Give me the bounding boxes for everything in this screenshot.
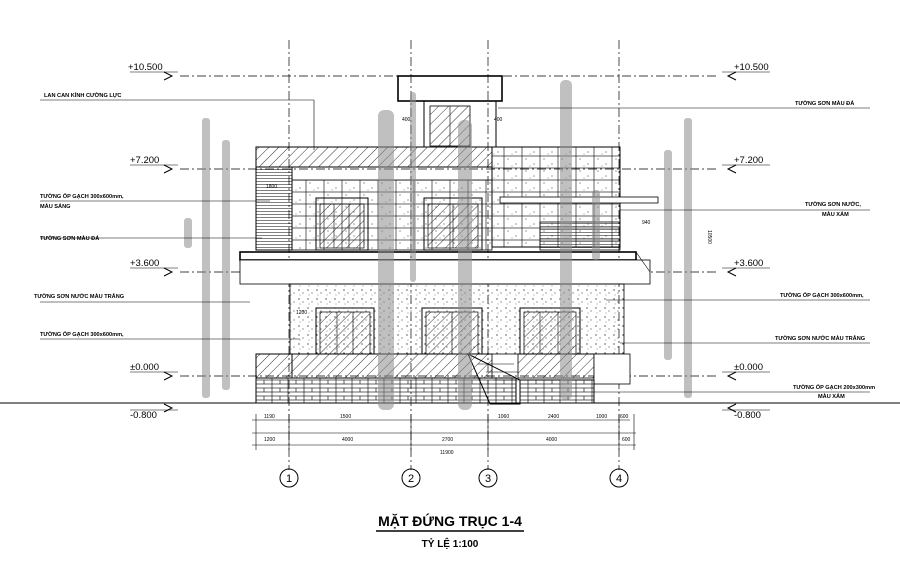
- level-left-3600: +3.600: [130, 258, 159, 269]
- note-right-3: TƯỜNG ỐP GẠCH 300x600mm,: [780, 291, 864, 299]
- axis-label-2: 2: [408, 473, 414, 485]
- axis-bubbles: [279, 468, 629, 488]
- axis-bubble-2: [401, 468, 421, 488]
- dim-small-1: 400: [402, 117, 411, 123]
- dim-small-2: 400: [494, 117, 503, 123]
- left-leaders: [40, 99, 315, 340]
- dim-small-6: 10500: [706, 230, 712, 244]
- note-left-2b: MÀU SÁNG: [40, 203, 70, 210]
- note-left-3: TƯỜNG SƠN MÀU ĐÁ: [40, 234, 99, 242]
- dim-r1-4: 2400: [548, 414, 559, 420]
- axis-label-3: 3: [485, 473, 491, 485]
- dimension-row-1: 1190 1500 1060 2400 1000 600: [264, 414, 629, 420]
- dim-r2-5: 600: [622, 437, 631, 443]
- note-right-2a: TƯỜNG SƠN NƯỚC,: [805, 200, 861, 208]
- note-right-5a: TƯỜNG ỐP GẠCH 200x300mm: [793, 383, 875, 391]
- drawing-title: MẶT ĐỨNG TRỤC 1-4: [378, 512, 522, 529]
- note-left-1: LAN CAN KÍNH CƯỜNG LỰC: [44, 91, 121, 99]
- bottom-dimension-lines: [252, 414, 636, 450]
- dim-r1-3: 1060: [498, 414, 509, 420]
- axis-label-1: 1: [286, 473, 292, 485]
- dim-r2-3: 2700: [442, 437, 453, 443]
- drawing-scale: TỶ LỆ 1:100: [422, 537, 479, 550]
- note-right-5b: MÀU XÁM: [818, 393, 845, 400]
- dim-small-4: 940: [642, 220, 651, 226]
- dim-small-3: 1800: [266, 184, 277, 190]
- level-left-7200: +7.200: [130, 155, 159, 166]
- axis-label-4: 4: [616, 473, 622, 485]
- dim-r1-2: 1500: [340, 414, 351, 420]
- dim-total: 11900: [440, 450, 454, 456]
- dim-small-5: 1200: [296, 310, 307, 316]
- level-left-0000: ±0.000: [130, 362, 159, 373]
- dim-r1-6: 600: [620, 414, 629, 420]
- left-level-markers: [130, 71, 178, 413]
- note-right-4: TƯỜNG SƠN NƯỚC MÀU TRẮNG: [775, 334, 865, 342]
- note-right-2b: MÀU XÁM: [822, 211, 849, 218]
- axis-bubble-4: [609, 468, 629, 488]
- level-left-m0800: -0.800: [130, 410, 157, 421]
- dim-r1-1: 1190: [264, 414, 275, 420]
- axis-bubble-3: [478, 468, 498, 488]
- dim-r2-4: 4000: [546, 437, 557, 443]
- level-right-3600: +3.600: [734, 258, 763, 269]
- dimension-row-2: 1200 4000 2700 4000 600: [264, 437, 631, 443]
- right-level-markers: [722, 71, 770, 413]
- note-left-4: TƯỜNG SƠN NƯỚC MÀU TRẮNG: [34, 292, 124, 300]
- level-right-m0800: -0.800: [734, 410, 761, 421]
- level-left-10500: +10.500: [128, 62, 163, 73]
- level-right-0000: ±0.000: [734, 362, 763, 373]
- dim-r2-2: 4000: [342, 437, 353, 443]
- blurred-dimension-chains: [184, 80, 692, 410]
- axis-bubble-1: [279, 468, 299, 488]
- level-right-10500: +10.500: [734, 62, 769, 73]
- note-left-5: TƯỜNG ỐP GẠCH 300x600mm,: [40, 330, 124, 338]
- dim-r2-1: 1200: [264, 437, 275, 443]
- dim-r1-5: 1000: [596, 414, 607, 420]
- note-left-2a: TƯỜNG ỐP GẠCH 300x600mm,: [40, 192, 124, 200]
- right-leaders: [498, 107, 870, 393]
- note-right-1: TƯỜNG SƠN MÀU ĐÁ: [795, 99, 854, 107]
- level-right-7200: +7.200: [734, 155, 763, 166]
